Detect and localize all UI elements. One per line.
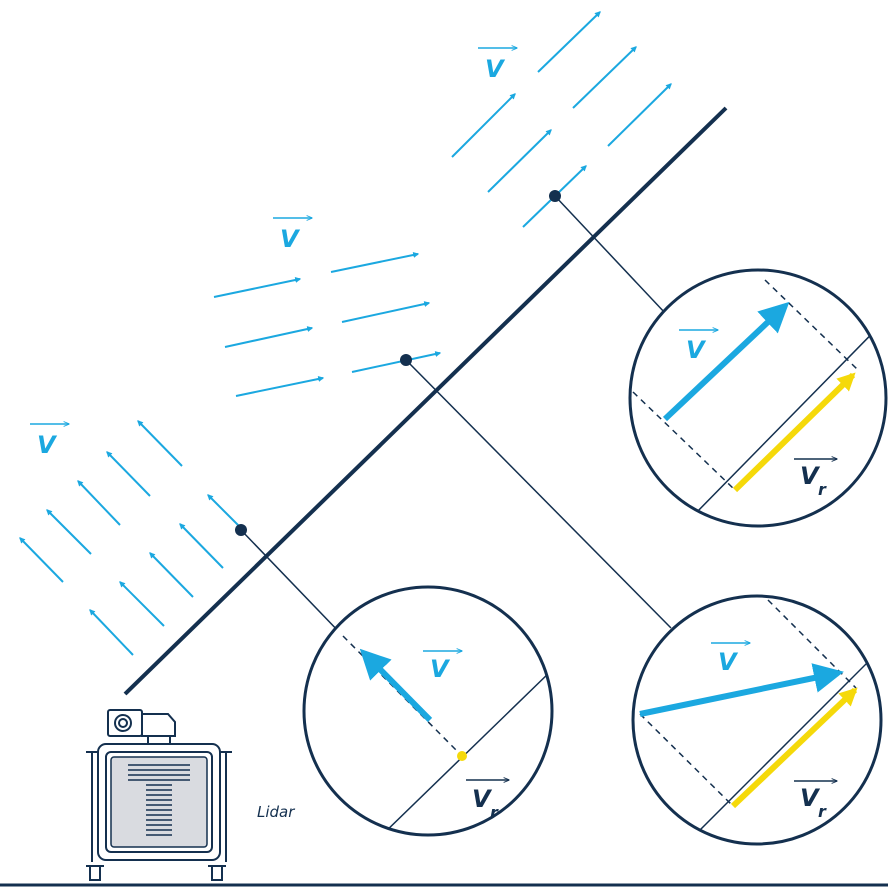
magnifier-lower: V V r (302, 585, 554, 837)
lidar-label: Lidar (257, 803, 295, 821)
radial-vector-label-upper: V r (794, 459, 837, 499)
measurement-point-lower (235, 524, 344, 637)
wind-arrows-upper (451, 11, 672, 228)
svg-text:r: r (818, 480, 827, 499)
svg-text:r: r (490, 803, 499, 822)
svg-text:V: V (280, 225, 301, 253)
svg-text:V: V (686, 336, 707, 364)
wind-label-middle: V (273, 218, 312, 253)
magnifier-middle: V V r (631, 594, 883, 846)
measurement-point-upper (549, 190, 667, 315)
wind-vector-label-middle: V (711, 643, 750, 676)
magnifier-upper: V V r (628, 268, 888, 528)
wind-arrows-lower (19, 420, 241, 656)
svg-text:V: V (800, 784, 821, 812)
wind-label-upper: V (478, 48, 517, 83)
wind-arrows-middle (213, 252, 442, 397)
svg-text:V: V (430, 655, 451, 683)
svg-text:r: r (818, 802, 827, 821)
lidar-device-icon (86, 709, 232, 881)
measurement-point-middle (400, 354, 672, 629)
svg-text:V: V (718, 648, 739, 676)
svg-text:V: V (472, 785, 493, 813)
wind-label-lower: V (30, 424, 69, 459)
radial-vector-label-middle: V r (794, 781, 837, 821)
svg-text:V: V (37, 431, 58, 459)
svg-text:V: V (800, 462, 821, 490)
svg-text:V: V (485, 55, 506, 83)
radial-vector-label-lower: V r (466, 780, 509, 822)
wind-vector-label-upper: V (679, 330, 718, 364)
wind-vector-label-lower: V (423, 651, 462, 683)
lidar-beam (123, 106, 728, 696)
